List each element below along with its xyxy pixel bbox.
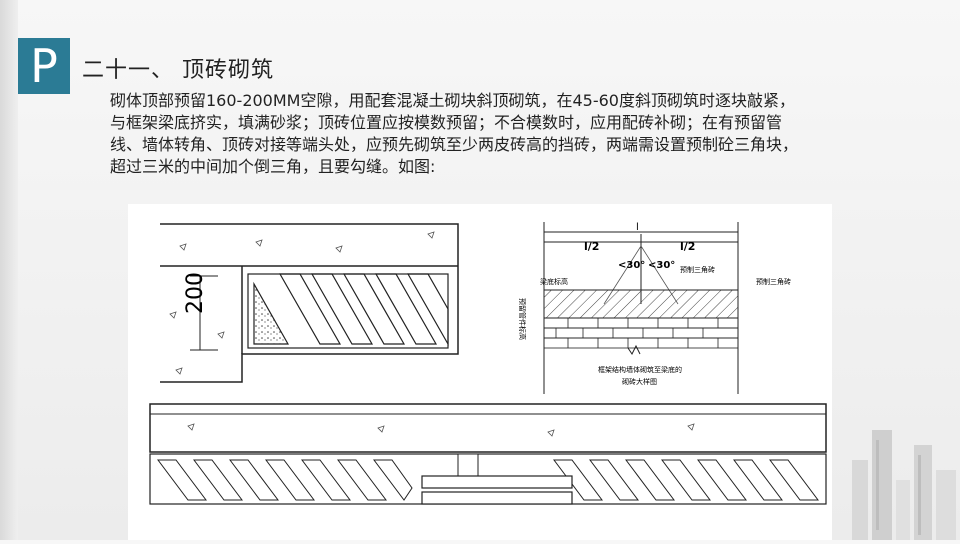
construction-figure: 200 l l/2 l/2 <30° <30° [128, 204, 832, 540]
figure-drawing: 200 l l/2 l/2 <30° <30° [149, 222, 827, 505]
figure-caption-line1: 框架结构墙体砌筑至梁底的 [598, 365, 682, 374]
figure-caption-line2: 砌砖大样图 [622, 377, 657, 386]
angle-right-label: <30° [648, 260, 675, 271]
precast-triangle-inner-note: 预制三角砖 [680, 265, 715, 274]
right-detail: l l/2 l/2 <30° <30° 梁底标高 预制三角砖 预制三角砖 预留管… [518, 222, 791, 394]
pipe-elevation-note: 预留管件标高 [518, 298, 527, 340]
city-decor-image [852, 430, 956, 540]
left-detail: 200 [160, 223, 459, 383]
left-decor-bar [0, 0, 18, 540]
precast-triangle-outer-note: 预制三角砖 [756, 277, 791, 286]
span-label: l [636, 222, 639, 233]
half-left-label: l/2 [584, 240, 599, 253]
slide-paragraph: 砌体顶部预留160-200MM空隙，用配套混凝土砌块斜顶砌筑，在45-60度斜顶… [110, 91, 799, 176]
bottom-detail [149, 403, 827, 505]
dimension-200-label: 200 [183, 272, 208, 314]
brick-courses [543, 317, 739, 349]
section-badge: P [18, 38, 70, 94]
beam-elevation-note: 梁底标高 [540, 277, 568, 286]
slide-title: 二十一、 顶砖砌筑 [82, 58, 274, 83]
half-right-label: l/2 [680, 240, 695, 253]
angle-left-label: <30° [618, 260, 645, 271]
